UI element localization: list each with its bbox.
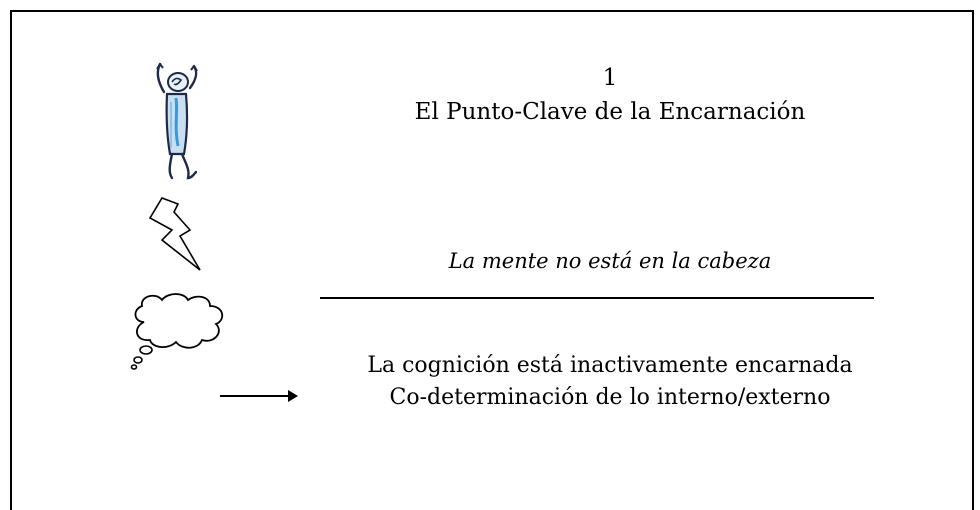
- slide-number: 1: [602, 65, 618, 91]
- premise-divider: [320, 297, 874, 299]
- person-cheering-icon: [156, 62, 198, 180]
- slide-frame: [10, 10, 974, 510]
- lightning-bolt-icon: [148, 197, 201, 271]
- thought-cloud-icon: [130, 293, 224, 370]
- conclusion-line-2: Co-determinación de lo interno/externo: [389, 385, 831, 410]
- arrow-right-icon: [220, 390, 298, 402]
- conclusion-line-1: La cognición está inactivamente encarnad…: [367, 353, 853, 378]
- premise-text: La mente no está en la cabeza: [448, 249, 772, 273]
- slide-title: El Punto-Clave de la Encarnación: [414, 99, 806, 125]
